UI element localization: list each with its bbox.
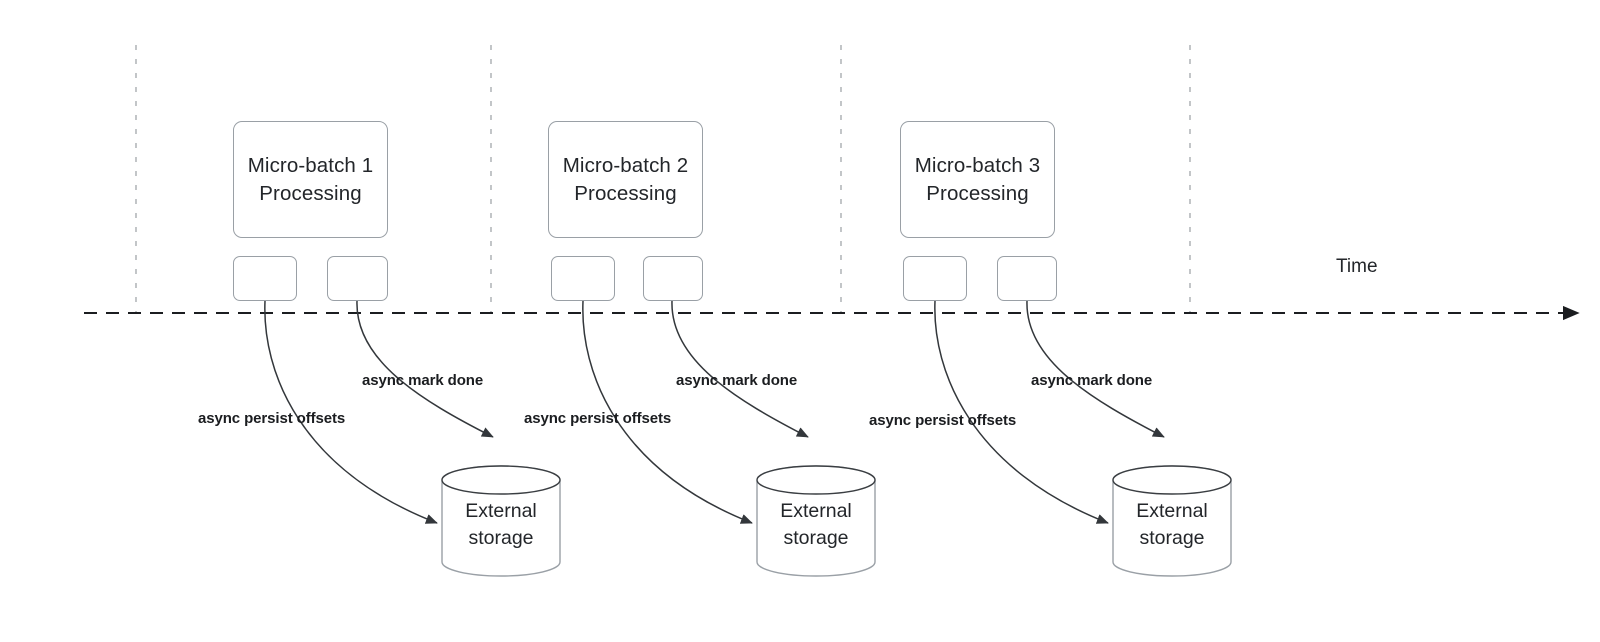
storage-cylinder-top <box>1112 465 1232 495</box>
mark-done-arrow-3 <box>1026 300 1165 438</box>
micro-batch-3-persist-offsets-label: async persist offsets <box>869 412 1017 429</box>
micro-batch-3-process-box[interactable]: Micro-batch 3 Processing <box>900 121 1055 238</box>
micro-batch-1-mark-done-task[interactable] <box>327 256 388 301</box>
storage-cylinders <box>441 465 1232 577</box>
micro-batch-1-persist-offsets-label: async persist offsets <box>198 410 346 427</box>
micro-batch-2-persist-offsets-task[interactable] <box>551 256 615 301</box>
persist-offsets-arrow-1 <box>264 300 438 524</box>
boundary-tick-lines <box>135 45 1191 313</box>
time-axis-label: Time <box>1336 256 1378 277</box>
micro-batch-1-process-label: Micro-batch 1 Processing <box>247 153 374 205</box>
storage-cylinder-top <box>441 465 561 495</box>
micro-batch-1-process-box[interactable]: Micro-batch 1 Processing <box>233 121 388 238</box>
mark-done-arrow-2 <box>671 300 809 438</box>
persist-offsets-arrow-3 <box>934 300 1109 524</box>
micro-batch-1-mark-done-label: async mark done <box>362 372 484 389</box>
micro-batch-2-persist-offsets-label: async persist offsets <box>524 410 672 427</box>
persist-offsets-arrow-2 <box>582 300 753 524</box>
micro-batch-3-mark-done-task[interactable] <box>997 256 1057 301</box>
connector-curves <box>264 300 1165 524</box>
micro-batch-2-process-box[interactable]: Micro-batch 2 Processing <box>548 121 703 238</box>
storage-cylinder-top <box>756 465 876 495</box>
micro-batch-2-mark-done-label: async mark done <box>676 372 798 389</box>
micro-batch-1-persist-offsets-task[interactable] <box>233 256 297 301</box>
micro-batch-3-persist-offsets-task[interactable] <box>903 256 967 301</box>
micro-batch-2-mark-done-task[interactable] <box>643 256 703 301</box>
micro-batch-2-process-label: Micro-batch 2 Processing <box>562 153 689 205</box>
mark-done-arrow-1 <box>356 300 494 438</box>
micro-batch-3-mark-done-label: async mark done <box>1031 372 1153 389</box>
micro-batch-3-process-label: Micro-batch 3 Processing <box>914 153 1041 205</box>
